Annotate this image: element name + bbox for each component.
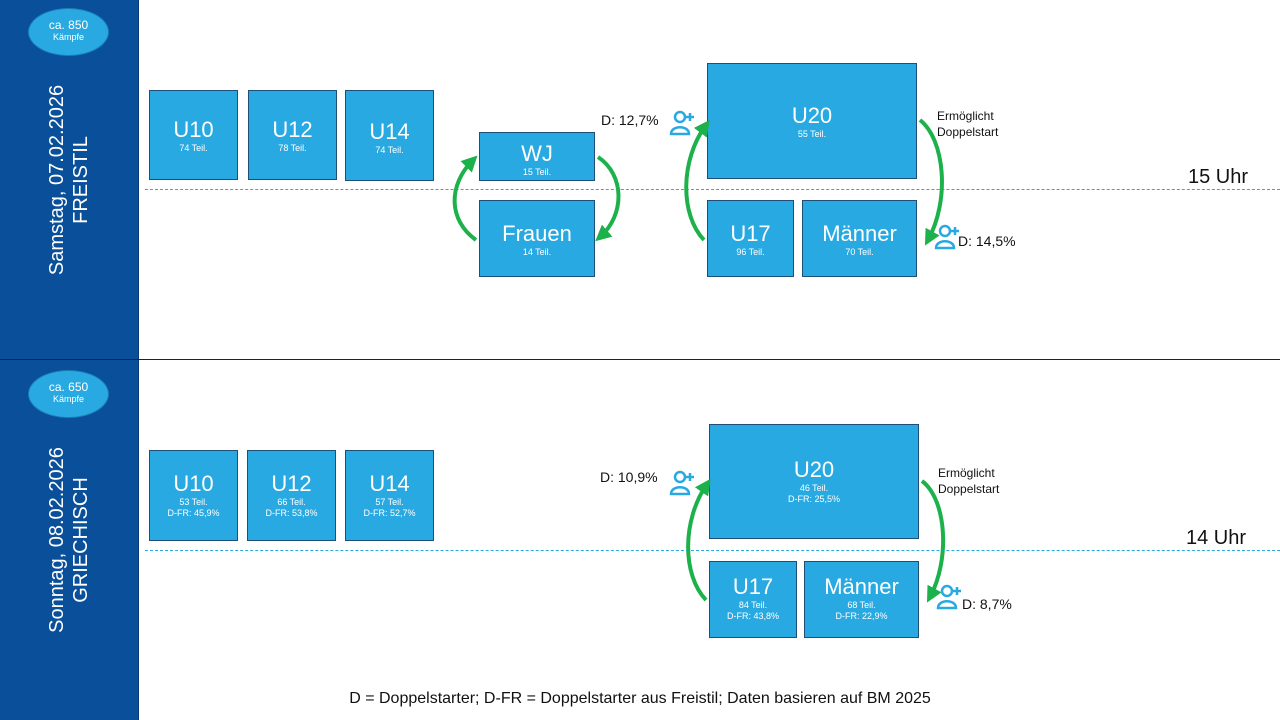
box-participants: 15 Teil. <box>522 167 552 177</box>
arrow-wj-to-frauen <box>595 155 621 242</box>
note-line-2: Doppelstart <box>938 482 1000 496</box>
box-name: U14 <box>369 119 410 144</box>
sunday-u20-box: U20 46 Teil. D-FR: 25,5% <box>709 424 919 539</box>
box-participants: 96 Teil. <box>736 247 765 257</box>
box-name: U17 <box>732 574 774 599</box>
note-line-1: Ermöglicht <box>938 466 995 480</box>
saturday-sidebar: ca. 850 Kämpfe Samstag, 07.02.2026 FREIS… <box>0 0 139 359</box>
sunday-count: ca. 650 <box>48 380 89 394</box>
saturday-u14-box: U14 74 Teil. <box>345 90 434 181</box>
box-name: Männer <box>822 221 897 246</box>
saturday-time-label: 15 Uhr <box>1188 166 1249 188</box>
saturday-count: ca. 850 <box>48 18 89 32</box>
box-name: U17 <box>730 221 771 246</box>
sunday-u12-box: U12 66 Teil. D-FR: 53,8% <box>247 450 336 541</box>
box-participants: 53 Teil. <box>179 497 208 507</box>
box-participants: 14 Teil. <box>522 247 552 257</box>
box-participants: 84 Teil. <box>738 600 768 610</box>
box-dfr: D-FR: 45,9% <box>167 508 220 518</box>
box-name: Frauen <box>502 221 572 246</box>
box-name: U12 <box>271 471 312 496</box>
sunday-count-unit: Kämpfe <box>52 394 85 404</box>
box-name: U20 <box>793 457 835 482</box>
box-name: Männer <box>824 574 899 599</box>
arrow-u20-to-maenner <box>918 118 944 246</box>
box-participants: 68 Teil. <box>847 600 876 610</box>
note-line-1: Ermöglicht <box>937 109 994 123</box>
box-participants: 57 Teil. <box>375 497 404 507</box>
note-line-2: Doppelstart <box>937 125 999 139</box>
saturday-doublestart-right: D: 14,5% <box>958 233 1016 249</box>
saturday-u17-box: U17 96 Teil. <box>707 200 794 277</box>
box-name: U20 <box>791 103 833 128</box>
saturday-count-unit: Kämpfe <box>52 32 85 42</box>
box-name: U10 <box>173 117 214 142</box>
add-user-icon <box>936 584 961 610</box>
sunday-doublestart-right: D: 8,7% <box>962 596 1012 612</box>
saturday-count-badge: ca. 850 Kämpfe <box>28 8 109 56</box>
arrow-frauen-to-wj <box>452 155 478 242</box>
box-participants: 74 Teil. <box>179 143 208 153</box>
saturday-u20-box: U20 55 Teil. <box>707 63 917 179</box>
add-user-icon <box>934 224 959 250</box>
arrow-u20-to-maenner-sunday <box>920 479 946 603</box>
sunday-time-label: 14 Uhr <box>1186 527 1247 549</box>
box-participants: 74 Teil. <box>375 145 404 155</box>
box-dfr: D-FR: 25,5% <box>787 494 840 504</box>
sunday-u14-box: U14 57 Teil. D-FR: 52,7% <box>345 450 434 541</box>
box-name: WJ <box>521 141 553 166</box>
box-dfr: D-FR: 52,7% <box>363 508 416 518</box>
saturday-u10-box: U10 74 Teil. <box>149 90 238 180</box>
sunday-u10-box: U10 53 Teil. D-FR: 45,9% <box>149 450 238 541</box>
saturday-wj-box: WJ 15 Teil. <box>479 132 595 181</box>
sunday-doublestart-left: D: 10,9% <box>600 469 658 485</box>
add-user-icon <box>669 110 694 136</box>
add-user-icon <box>669 470 694 496</box>
saturday-note: Ermöglicht Doppelstart <box>937 108 998 140</box>
sunday-time-line <box>145 550 1280 551</box>
box-participants: 78 Teil. <box>278 143 307 153</box>
box-participants: 55 Teil. <box>797 129 827 139</box>
arrow-u17-to-u20 <box>684 119 710 242</box>
box-dfr: D-FR: 53,8% <box>265 508 318 518</box>
arrow-u17-to-u20-sunday <box>686 478 711 602</box>
sunday-count-badge: ca. 650 Kämpfe <box>28 370 109 418</box>
box-name: U10 <box>173 471 214 496</box>
saturday-doublestart-left: D: 12,7% <box>601 112 659 128</box>
saturday-frauen-box: Frauen 14 Teil. <box>479 200 595 277</box>
sunday-maenner-box: Männer 68 Teil. D-FR: 22,9% <box>804 561 919 638</box>
box-participants: 66 Teil. <box>277 497 306 507</box>
box-name: U14 <box>369 471 410 496</box>
box-participants: 70 Teil. <box>845 247 874 257</box>
box-dfr: D-FR: 22,9% <box>835 611 888 621</box>
saturday-u12-box: U12 78 Teil. <box>248 90 337 180</box>
box-participants: 46 Teil. <box>799 483 829 493</box>
sunday-u17-box: U17 84 Teil. D-FR: 43,8% <box>709 561 797 638</box>
saturday-maenner-box: Männer 70 Teil. <box>802 200 917 277</box>
footer-legend: D = Doppelstarter; D-FR = Doppelstarter … <box>349 690 931 707</box>
saturday-time-line <box>145 189 1280 190</box>
box-dfr: D-FR: 43,8% <box>726 611 779 621</box>
sunday-sidebar: ca. 650 Kämpfe Sonntag, 08.02.2026 GRIEC… <box>0 360 139 720</box>
box-name: U12 <box>272 117 313 142</box>
sunday-note: Ermöglicht Doppelstart <box>938 465 999 497</box>
day-divider <box>0 359 1280 360</box>
